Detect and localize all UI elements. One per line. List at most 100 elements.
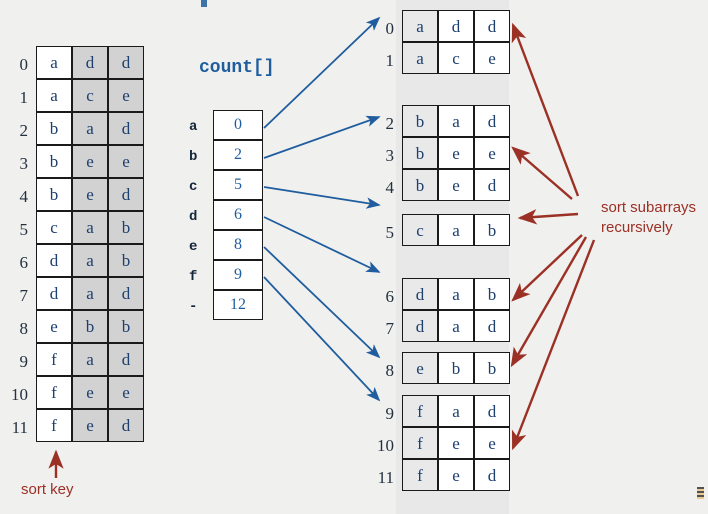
subarray-row-index-5: 5 bbox=[385, 223, 395, 242]
subarray-c-cell-r0-c0: c bbox=[402, 214, 438, 246]
subarray-b-cell-r2-c0: b bbox=[402, 169, 438, 201]
input-cell-r4-c1: e bbox=[72, 178, 108, 211]
subarray-e-cell-r0-c0: e bbox=[402, 352, 438, 384]
input-row-index-1: 1 bbox=[19, 88, 29, 107]
subarray-row-index-7: 7 bbox=[385, 319, 395, 338]
input-cell-r8-c2: b bbox=[108, 310, 144, 343]
subarray-e-cell-r0-c1: b bbox=[438, 352, 474, 384]
subarray-d-cell-r1-c2: d bbox=[474, 310, 510, 342]
input-row-index-9: 9 bbox=[19, 352, 29, 371]
subarray-a-cell-r1-c0: a bbox=[402, 42, 438, 74]
subarray-d-cell-r0-c1: a bbox=[438, 278, 474, 310]
input-cell-r1-c2: e bbox=[108, 79, 144, 112]
subarray-b-cell-r1-c1: e bbox=[438, 137, 474, 169]
count-value-c: 5 bbox=[213, 170, 263, 200]
input-cell-r5-c0: c bbox=[36, 211, 72, 244]
input-cell-r0-c0: a bbox=[36, 46, 72, 79]
input-cell-r10-c2: e bbox=[108, 376, 144, 409]
subarray-d-cell-r1-c1: a bbox=[438, 310, 474, 342]
arrow-sort-c bbox=[517, 209, 579, 225]
input-cell-r8-c0: e bbox=[36, 310, 72, 343]
subarray-f-cell-r0-c1: a bbox=[438, 395, 474, 427]
input-cell-r9-c2: d bbox=[108, 343, 144, 376]
input-cell-r0-c1: d bbox=[72, 46, 108, 79]
sort-subarrays-arrows bbox=[510, 22, 596, 451]
sort-subarrays-label-line2: recursively bbox=[601, 219, 673, 236]
subarray-f-cell-r2-c2: d bbox=[474, 459, 510, 491]
subarray-e-cell-r0-c2: b bbox=[474, 352, 510, 384]
subarray-b-cell-r2-c1: e bbox=[438, 169, 474, 201]
input-cell-r10-c0: f bbox=[36, 376, 72, 409]
input-cell-r9-c0: f bbox=[36, 343, 72, 376]
subarray-row-index-3: 3 bbox=[385, 146, 395, 165]
subarray-row-index-0: 0 bbox=[385, 19, 395, 38]
input-row-index-2: 2 bbox=[19, 121, 29, 140]
subarray-f-cell-r0-c2: d bbox=[474, 395, 510, 427]
subarray-b-cell-r1-c0: b bbox=[402, 137, 438, 169]
input-cell-r5-c2: b bbox=[108, 211, 144, 244]
input-cell-r3-c2: e bbox=[108, 145, 144, 178]
input-row-index-11: 11 bbox=[11, 418, 28, 437]
input-cell-r7-c2: d bbox=[108, 277, 144, 310]
input-cell-r2-c0: b bbox=[36, 112, 72, 145]
input-cell-r11-c2: d bbox=[108, 409, 144, 442]
count-array-label: count[] bbox=[199, 58, 275, 78]
input-cell-r6-c1: a bbox=[72, 244, 108, 277]
count-key-d: d bbox=[189, 209, 198, 225]
subarray-d-cell-r1-c0: d bbox=[402, 310, 438, 342]
subarray-row-index-2: 2 bbox=[385, 114, 395, 133]
subarray-row-index-9: 9 bbox=[385, 404, 395, 423]
subarray-a-cell-r0-c2: d bbox=[474, 10, 510, 42]
input-cell-r3-c1: e bbox=[72, 145, 108, 178]
arrow-sort-f bbox=[511, 239, 596, 451]
sort-subarrays-label-line1: sort subarrays bbox=[601, 199, 697, 216]
count-value-d: 6 bbox=[213, 200, 263, 230]
subarray-d-cell-r0-c0: d bbox=[402, 278, 438, 310]
input-cell-r2-c1: a bbox=[72, 112, 108, 145]
subarray-c-cell-r0-c1: a bbox=[438, 214, 474, 246]
subarray-f-cell-r2-c1: e bbox=[438, 459, 474, 491]
count-key-a: a bbox=[189, 119, 198, 135]
input-cell-r10-c1: e bbox=[72, 376, 108, 409]
sort-key-label: sort key bbox=[21, 481, 74, 498]
subarray-row-index-10: 10 bbox=[377, 436, 394, 455]
subarray-b-cell-r0-c2: d bbox=[474, 105, 510, 137]
subarray-row-index-8: 8 bbox=[385, 361, 395, 380]
clipped-artifact-corner bbox=[697, 487, 704, 499]
subarray-row-index-11: 11 bbox=[377, 468, 394, 487]
input-cell-r11-c1: e bbox=[72, 409, 108, 442]
subarray-a-cell-r0-c0: a bbox=[402, 10, 438, 42]
arrow-sort-a bbox=[511, 22, 580, 197]
input-cell-r9-c1: a bbox=[72, 343, 108, 376]
input-cell-r8-c1: b bbox=[72, 310, 108, 343]
subarray-a-cell-r1-c1: c bbox=[438, 42, 474, 74]
input-cell-r1-c1: c bbox=[72, 79, 108, 112]
count-key--: - bbox=[189, 299, 198, 315]
count-value-a: 0 bbox=[213, 110, 263, 140]
count-value-e: 8 bbox=[213, 230, 263, 260]
input-cell-r4-c2: d bbox=[108, 178, 144, 211]
input-cell-r7-c0: d bbox=[36, 277, 72, 310]
subarray-f-cell-r1-c1: e bbox=[438, 427, 474, 459]
count-key-e: e bbox=[189, 239, 198, 255]
subarray-f-cell-r2-c0: f bbox=[402, 459, 438, 491]
subarray-b-cell-r0-c1: a bbox=[438, 105, 474, 137]
subarray-b-cell-r2-c2: d bbox=[474, 169, 510, 201]
input-cell-r0-c2: d bbox=[108, 46, 144, 79]
subarray-row-index-4: 4 bbox=[385, 178, 395, 197]
subarray-f-cell-r0-c0: f bbox=[402, 395, 438, 427]
input-row-index-3: 3 bbox=[19, 154, 29, 173]
subarray-row-index-6: 6 bbox=[385, 287, 395, 306]
subarray-f-cell-r1-c2: e bbox=[474, 427, 510, 459]
input-cell-r2-c2: d bbox=[108, 112, 144, 145]
input-cell-r1-c0: a bbox=[36, 79, 72, 112]
subarray-a-cell-r0-c1: d bbox=[438, 10, 474, 42]
count-value-b: 2 bbox=[213, 140, 263, 170]
subarray-c-cell-r0-c2: b bbox=[474, 214, 510, 246]
input-cell-r5-c1: a bbox=[72, 211, 108, 244]
arrow-sort-d bbox=[511, 234, 583, 302]
input-cell-r7-c1: a bbox=[72, 277, 108, 310]
count-key-b: b bbox=[189, 149, 198, 165]
arrow-sort-e bbox=[510, 236, 588, 368]
